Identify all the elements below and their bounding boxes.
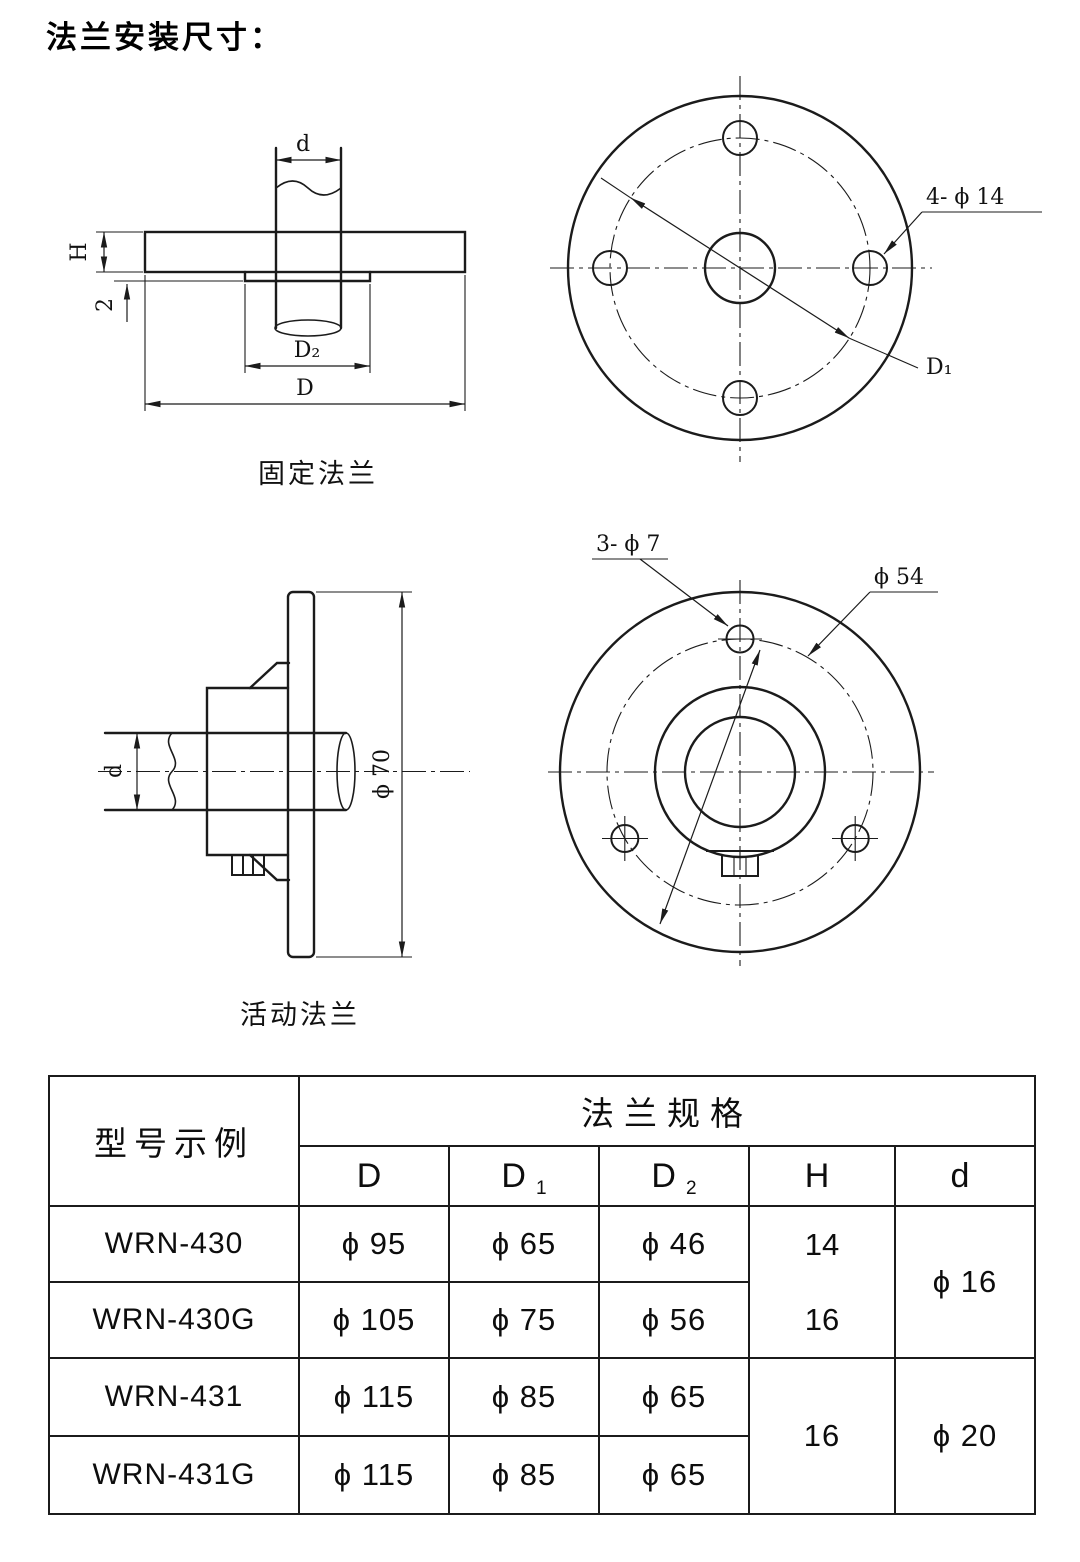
value-cell-D1: ϕ 75 bbox=[448, 1281, 600, 1359]
pipe-outline bbox=[274, 146, 343, 337]
extension-lines bbox=[144, 275, 466, 411]
value-cell-D1: ϕ 85 bbox=[448, 1357, 600, 1437]
value-cell-D2: ϕ 46 bbox=[598, 1205, 750, 1283]
dim-label-D2: D₂ bbox=[294, 338, 320, 363]
dim-label-phi54: ϕ 54 bbox=[874, 565, 924, 590]
dim-label-H: H bbox=[67, 242, 92, 261]
pipe-break-wave bbox=[167, 732, 177, 811]
bolt-hole-callout: 3- ϕ 7 bbox=[592, 532, 729, 627]
model-cell: WRN-430G bbox=[48, 1281, 300, 1359]
extension-lines bbox=[244, 284, 371, 373]
value-cell-D1: ϕ 65 bbox=[448, 1205, 600, 1283]
bolt-holes bbox=[602, 624, 878, 861]
flange-drawings: d H 2 D₂ D 固定法兰 bbox=[67, 76, 1042, 1030]
set-screw bbox=[231, 855, 265, 876]
dimension-D2: D₂ bbox=[244, 284, 371, 373]
table-header-spec: 法兰规格 bbox=[297, 1075, 1037, 1147]
model-cell: WRN-431 bbox=[48, 1357, 300, 1437]
dim-label-2: 2 bbox=[93, 298, 118, 312]
value-cell-D2: ϕ 65 bbox=[598, 1357, 750, 1437]
fixed-flange-caption: 固定法兰 bbox=[258, 459, 378, 489]
dim-label-D: D bbox=[296, 376, 314, 401]
extension-lines bbox=[96, 231, 143, 273]
value-cell-D2: ϕ 65 bbox=[598, 1435, 750, 1515]
pipe-break-wave bbox=[275, 180, 342, 196]
hub-flare-bottom bbox=[248, 853, 291, 882]
dimension-D: D bbox=[144, 275, 466, 411]
raised-face bbox=[243, 270, 372, 283]
model-cell: WRN-430 bbox=[48, 1205, 300, 1283]
movable-flange-side-view: d ϕ 70 活动法兰 bbox=[98, 590, 470, 1030]
dim-label-phi70: ϕ 70 bbox=[370, 749, 395, 799]
column-subscript: 2 bbox=[685, 1177, 697, 1199]
dimension-2: 2 bbox=[93, 280, 243, 322]
page-title: 法兰安装尺寸： bbox=[46, 20, 284, 55]
centerlines bbox=[548, 580, 934, 966]
column-letter: D bbox=[356, 1156, 382, 1195]
table-row: WRN-430 ϕ 95 ϕ 65 ϕ 46 14 16 ϕ 16 bbox=[48, 1205, 1037, 1359]
flange-plate bbox=[143, 230, 467, 274]
column-subscript: 1 bbox=[535, 1177, 547, 1199]
dim-label-d: d bbox=[296, 132, 310, 157]
column-letter: D bbox=[651, 1156, 676, 1195]
pipe-broken-end bbox=[274, 319, 342, 337]
dim-label-d: d bbox=[102, 764, 127, 778]
h-value-top: 14 bbox=[804, 1226, 840, 1262]
value-cell-d-merged: ϕ 16 bbox=[893, 1205, 1037, 1359]
value-cell-D: ϕ 115 bbox=[298, 1435, 450, 1515]
value-cell-d-merged: ϕ 20 bbox=[893, 1357, 1037, 1515]
value-cell-D1: ϕ 85 bbox=[448, 1435, 600, 1515]
flange-plate bbox=[286, 590, 316, 959]
dimension-phi70: ϕ 70 bbox=[316, 591, 412, 958]
value-cell-H-merged: 16 bbox=[748, 1357, 896, 1515]
movable-flange-front-view: 3- ϕ 7 ϕ 54 bbox=[548, 532, 938, 966]
dimension-H: H bbox=[67, 231, 143, 273]
column-letter: H bbox=[804, 1156, 830, 1195]
table-row: WRN-430G ϕ 105 ϕ 75 ϕ 56 bbox=[48, 1281, 1035, 1359]
hole-centermarks bbox=[602, 638, 878, 861]
movable-flange-caption: 活动法兰 bbox=[240, 1000, 360, 1030]
bolt-holes bbox=[592, 120, 888, 416]
fixed-flange-side-view: d H 2 D₂ D 固定法兰 bbox=[67, 132, 467, 489]
value-cell-D: ϕ 115 bbox=[298, 1357, 450, 1437]
hub-flare-top bbox=[248, 661, 291, 690]
table-row: WRN-431 ϕ 115 ϕ 85 ϕ 65 16 ϕ 20 bbox=[48, 1357, 1037, 1515]
value-cell-D2: ϕ 56 bbox=[598, 1281, 750, 1359]
extension-lines bbox=[316, 591, 412, 958]
h-value-bottom: 16 bbox=[804, 1301, 840, 1337]
value-cell-D: ϕ 95 bbox=[298, 1205, 450, 1283]
column-header-H: H bbox=[748, 1145, 896, 1207]
table-header-model: 型号示例 bbox=[48, 1075, 300, 1207]
bolt-circle-diameter-line bbox=[659, 649, 761, 925]
dimension-d: d bbox=[276, 132, 341, 164]
column-header-d: d bbox=[893, 1145, 1037, 1207]
value-cell-H-merged: 14 16 bbox=[748, 1205, 896, 1359]
value-cell-D: ϕ 105 bbox=[298, 1281, 450, 1359]
fixed-flange-front-view: D₁ 4- ϕ 14 bbox=[550, 76, 1042, 462]
pipe-outline bbox=[103, 731, 348, 812]
dimension-d: d bbox=[102, 733, 141, 810]
column-letter: D bbox=[501, 1156, 526, 1195]
table-row: WRN-431G ϕ 115 ϕ 85 ϕ 65 bbox=[48, 1435, 1035, 1515]
column-header-D: D bbox=[298, 1145, 450, 1207]
leader-tails bbox=[600, 177, 919, 369]
column-letter: d bbox=[950, 1156, 970, 1195]
model-cell: WRN-431G bbox=[48, 1435, 300, 1515]
dim-label-D1: D₁ bbox=[926, 355, 952, 380]
dimension-D1: D₁ bbox=[600, 177, 952, 380]
bolt-hole-callout: 4- ϕ 14 bbox=[883, 185, 1042, 255]
phi54-callout: ϕ 54 bbox=[807, 565, 938, 657]
holes-label: 4- ϕ 14 bbox=[926, 185, 1004, 210]
holes-label: 3- ϕ 7 bbox=[596, 532, 660, 557]
